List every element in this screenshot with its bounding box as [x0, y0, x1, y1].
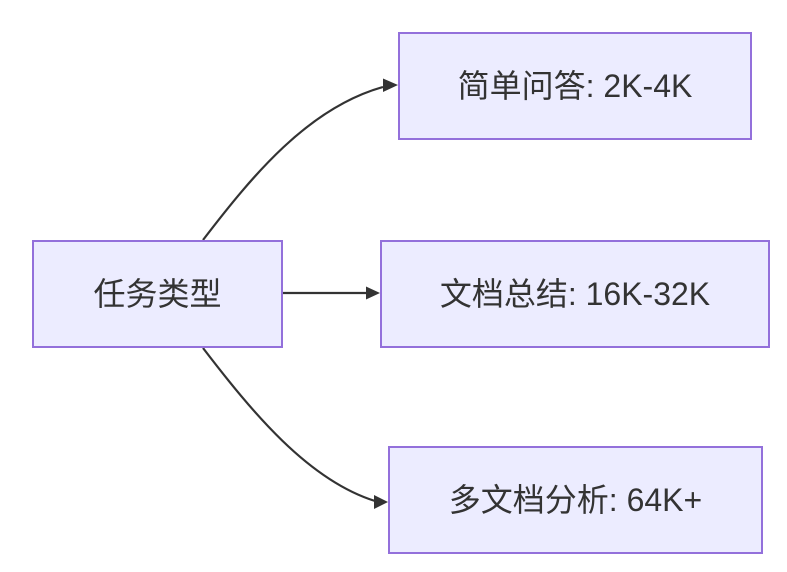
- node-label: 多文档分析: 64K+: [448, 482, 703, 518]
- arrowhead-icon: [366, 286, 380, 300]
- node-doc-summary: 文档总结: 16K-32K: [380, 240, 770, 348]
- node-label: 文档总结: 16K-32K: [439, 276, 711, 312]
- edge-root-to-top: [202, 78, 398, 241]
- edge-root-to-middle: [283, 286, 380, 300]
- arrowhead-icon: [383, 78, 398, 92]
- arrowhead-icon: [374, 495, 388, 509]
- node-task-type: 任务类型: [32, 240, 283, 348]
- node-multi-doc-analysis: 多文档分析: 64K+: [388, 446, 763, 554]
- node-simple-qa: 简单问答: 2K-4K: [398, 32, 752, 140]
- edge-root-to-bottom: [202, 347, 388, 509]
- node-label: 任务类型: [93, 276, 222, 312]
- node-label: 简单问答: 2K-4K: [457, 68, 693, 104]
